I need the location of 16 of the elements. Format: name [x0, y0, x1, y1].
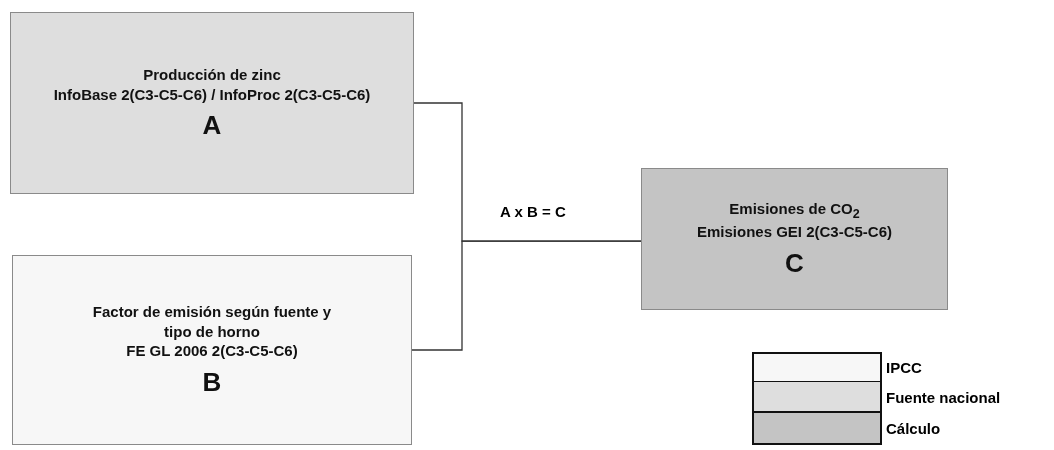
node-letter: B	[202, 366, 222, 398]
legend-label: Fuente nacional	[886, 389, 1001, 406]
process-box	[12, 255, 412, 445]
node-letter: C	[785, 247, 804, 279]
node-letter: A	[202, 110, 222, 141]
node-title: Factor de emisión según fuente y tipo de horno	[91, 302, 333, 342]
legend-label: IPCC	[886, 359, 922, 376]
node-source: Emisiones GEI 2(C3-C5-C6)	[696, 222, 893, 242]
node-source: FE GL 2006 2(C3-C5-C6)	[126, 341, 298, 361]
process-box	[641, 168, 948, 310]
node-title: Producción de zinc	[143, 65, 281, 85]
process-box	[10, 12, 414, 194]
connector-line	[411, 240, 642, 351]
legend-label: Cálculo	[886, 420, 941, 437]
node-source: InfoBase 2(C3-C5-C6) / InfoProc 2(C3-C5-C6)	[53, 84, 371, 104]
node-title: Emisiones de CO$_{2}$	[729, 199, 860, 223]
